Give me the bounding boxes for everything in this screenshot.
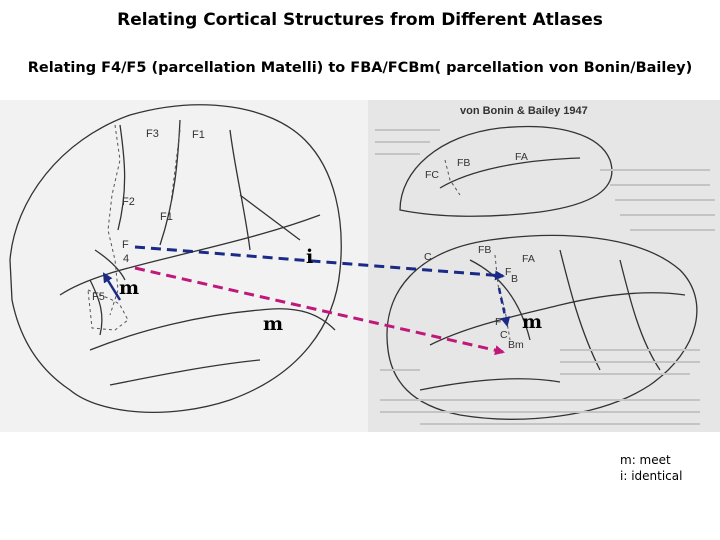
- left-area-label-f: F: [122, 239, 129, 251]
- left-area-label-f1-mid: F1: [160, 211, 173, 223]
- page-subtitle: Relating F4/F5 (parcellation Matelli) to…: [27, 60, 693, 76]
- left-area-label-f1-top: F1: [192, 129, 205, 141]
- right-area-label-c-mid: C: [424, 251, 432, 263]
- right-brain-sketch: [386, 125, 698, 420]
- identical-label: i: [306, 246, 313, 268]
- legend-meet: m: meet: [620, 453, 671, 467]
- right-brain-dotted-borders: [444, 159, 511, 341]
- right-area-label-fa-mid: FA: [522, 253, 535, 265]
- right-area-label-bm: Bm: [508, 339, 524, 351]
- right-panel-caption: von Bonin & Bailey 1947: [460, 105, 588, 117]
- right-area-label-f-lower: F: [495, 316, 501, 328]
- meet-label-center: m: [263, 313, 283, 335]
- right-area-label-c-lower: C: [500, 329, 508, 341]
- legend: m: meet i: identical: [620, 452, 682, 484]
- right-area-label-b: B: [511, 273, 518, 285]
- left-area-label-4: 4: [123, 253, 129, 265]
- identical-arrow: [134, 245, 505, 281]
- legend-identical: i: identical: [620, 469, 683, 483]
- left-area-label-f5: F5: [92, 291, 105, 303]
- meet-label-right: m: [522, 311, 542, 333]
- page-title: Relating Cortical Structures from Differ…: [117, 10, 603, 30]
- right-area-label-fb-mid: FB: [478, 244, 491, 256]
- right-area-label-fc: FC: [425, 169, 439, 181]
- left-meet-arrow: [102, 272, 122, 301]
- right-meet-arrow: [497, 287, 511, 327]
- right-area-label-fa-top: FA: [515, 151, 528, 163]
- left-area-label-f2: F2: [122, 196, 135, 208]
- right-area-label-f-upper: F: [505, 266, 511, 278]
- left-brain-dotted-borders: [87, 124, 181, 331]
- left-brain-sketch: [9, 104, 342, 413]
- meet-label-left: m: [119, 277, 139, 299]
- atlas-figure: F3 F1 F2 F1 F 4 F5 von Bonin & Bailey 19…: [0, 100, 720, 432]
- left-area-label-f3: F3: [146, 128, 159, 140]
- right-page-texture: [375, 129, 715, 425]
- right-area-label-fb-top: FB: [457, 157, 470, 169]
- left-brain-panel: [0, 100, 368, 432]
